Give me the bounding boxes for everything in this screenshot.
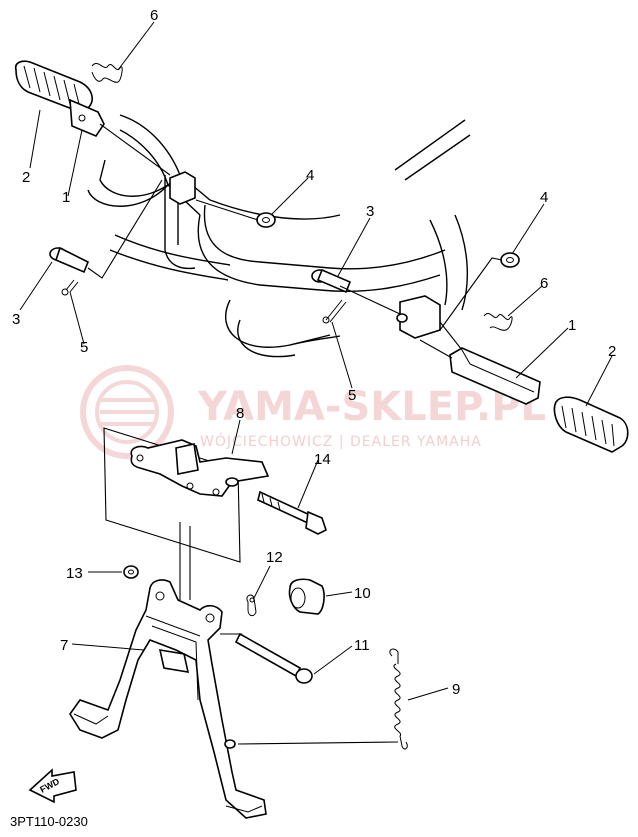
callout-13: 13 [66, 565, 83, 582]
right-pivot-line [419, 339, 453, 359]
right-cotter-pin [322, 299, 347, 324]
callout-7: 7 [60, 637, 68, 654]
left-pin [49, 246, 90, 274]
stand-spring [389, 648, 408, 750]
left-spring [91, 62, 123, 83]
stand-shaft [234, 632, 313, 684]
callout-2-left: 2 [22, 169, 30, 186]
right-washer-line [439, 257, 503, 331]
callout-1-right: 1 [568, 317, 576, 334]
left-axis-line [99, 123, 171, 176]
callout-1-left: 1 [62, 189, 70, 206]
callout-9: 9 [452, 681, 460, 698]
left-washer [256, 212, 276, 228]
callout-12: 12 [266, 549, 283, 566]
left-washer-line [195, 199, 259, 221]
drawing-code: 3PT110-0230 [10, 814, 88, 829]
stand-bolt [257, 490, 327, 535]
right-axis-line [339, 285, 401, 315]
stand-damper [288, 578, 325, 615]
main-stand [69, 579, 267, 819]
callout-14: 14 [314, 451, 331, 468]
callout-8: 8 [236, 405, 244, 422]
left-cotter-pin [61, 279, 79, 296]
callout-labels: 6 2 1 4 3 5 3 4 6 1 5 2 8 14 13 12 10 7 … [12, 7, 616, 698]
spring-anchor-line [237, 741, 399, 745]
right-bracket-line [439, 321, 463, 351]
stand-clip [246, 594, 257, 617]
callout-10: 10 [354, 585, 371, 602]
left-footrest-rubber [14, 60, 93, 113]
stand-bracket [130, 439, 270, 497]
callout-11: 11 [354, 637, 370, 654]
left-footrest-bracket [69, 98, 105, 137]
frame-outline [87, 114, 471, 358]
watermark-subtitle: WÓJCIECHOWICZ | DEALER YAMAHA [200, 432, 482, 450]
right-pin [311, 268, 352, 294]
watermark: YAMA-SKLEP.PL WÓJCIECHOWICZ | DEALER YAM… [80, 365, 546, 459]
watermark-logo-icon [80, 365, 174, 459]
callout-5-left: 5 [80, 339, 88, 356]
right-footrest-rubber [553, 396, 629, 453]
callout-4-right: 4 [540, 189, 548, 206]
callout-2-right: 2 [608, 343, 616, 360]
right-washer [500, 252, 520, 268]
left-pin-guide-line [87, 179, 163, 279]
stand-washer [123, 565, 139, 579]
right-footrest-bracket [449, 347, 541, 405]
right-spring [483, 312, 513, 331]
leader-lines [19, 21, 613, 701]
watermark-title: YAMA-SKLEP.PL [197, 384, 546, 430]
callout-3-right: 3 [366, 203, 374, 220]
callout-3-left: 3 [12, 311, 20, 328]
callout-6-left: 6 [150, 7, 158, 24]
callout-5-right: 5 [348, 387, 356, 404]
callout-6-right: 6 [540, 275, 548, 292]
callout-4-left: 4 [306, 167, 314, 184]
fwd-arrow-icon: FWD [28, 768, 77, 804]
